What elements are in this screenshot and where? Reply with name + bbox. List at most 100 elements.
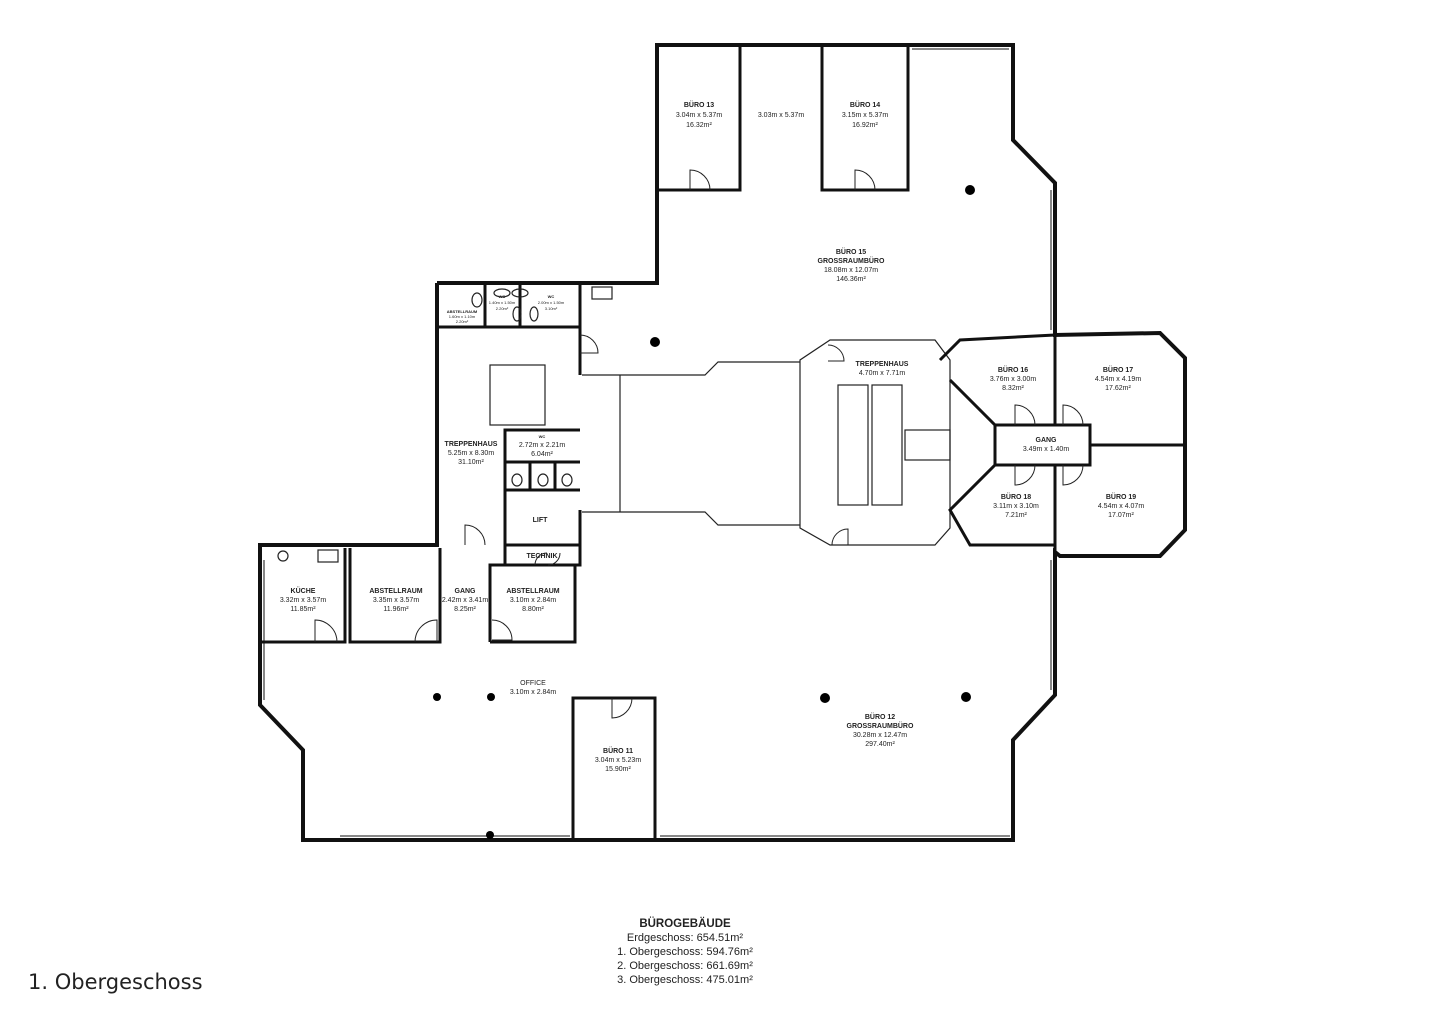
room-area: 2.20m² [456, 319, 469, 324]
floor-label: 1. Obergeschoss [28, 970, 203, 994]
summary-title: BÜROGEBÄUDE [639, 918, 731, 930]
columns [433, 185, 975, 839]
room-name: WC [499, 294, 506, 299]
room-buero-16: BÜRO 16 3.76m x 3.00m 8.32m² [990, 365, 1036, 392]
room-dims: 1.60m x 1.10m [449, 314, 476, 319]
room-name: OFFICE [520, 680, 546, 687]
room-name: BÜRO 14 [850, 100, 880, 109]
doors [314, 169, 1084, 719]
room-name: WC [539, 434, 546, 439]
room-type: GROSSRAUMBÜRO [847, 721, 914, 730]
room-buero-12: BÜRO 12 GROSSRAUMBÜRO 30.28m x 12.47m 29… [847, 712, 914, 748]
room-abstellraum-1: ABSTELLRAUM 3.35m x 3.57m 11.96m² [369, 588, 422, 613]
room-dims: 3.35m x 3.57m [373, 597, 419, 604]
room-area: 16.92m² [852, 122, 878, 129]
room-type: GROSSRAUMBÜRO [818, 256, 885, 265]
room-name: GANG [1036, 437, 1058, 444]
room-dims: 3.03m x 5.37m [758, 112, 804, 119]
room-name: WC [548, 294, 555, 299]
room-dims: 2.42m x 3.41m [442, 597, 488, 604]
room-area: 7.21m² [1005, 512, 1027, 519]
room-area: 146.36m² [836, 276, 866, 283]
room-dims: 3.10m x 2.84m [510, 689, 556, 696]
room-abstellraum-small: ABSTELLRAUM 1.60m x 1.10m 2.20m² [447, 309, 478, 324]
interior-walls [260, 45, 1185, 840]
room-name: TREPPENHAUS [445, 441, 498, 448]
windows [263, 48, 1052, 837]
room-name: ABSTELLRAUM [447, 309, 478, 314]
room-abstellraum-2: ABSTELLRAUM 3.10m x 2.84m 8.80m² [506, 588, 559, 613]
room-area: 11.85m² [290, 606, 316, 613]
room-dims: 3.32m x 3.57m [280, 597, 326, 604]
room-buero-15: BÜRO 15 GROSSRAUMBÜRO 18.08m x 12.07m 14… [818, 247, 885, 283]
room-name: BÜRO 19 [1106, 492, 1136, 501]
room-dims: 3.10m x 2.84m [510, 597, 556, 604]
room-dims: 3.04m x 5.37m [676, 112, 722, 119]
room-name: GANG [455, 588, 477, 595]
room-wc-3: WC 2.72m x 2.21m 6.04m² [519, 434, 565, 458]
room-dims: 1.40m x 1.50m [489, 300, 516, 305]
room-name: ABSTELLRAUM [506, 588, 559, 595]
summary-line: 3. Obergeschoss: 475.01m² [617, 974, 753, 986]
room-gang-right: GANG 3.49m x 1.40m [1023, 437, 1069, 453]
room-dims: 3.04m x 5.23m [595, 757, 641, 764]
room-buero-18: BÜRO 18 3.11m x 3.10m 7.21m² [993, 492, 1039, 519]
room-area: 6.04m² [531, 451, 553, 458]
room-name: KÜCHE [291, 586, 316, 595]
room-buero-13: BÜRO 13 3.04m x 5.37m 16.32m² [676, 100, 722, 129]
room-buero-19: BÜRO 19 4.54m x 4.07m 17.07m² [1098, 492, 1144, 519]
room-name: BÜRO 17 [1103, 365, 1133, 374]
room-name: ABSTELLRAUM [369, 588, 422, 595]
summary-line: 1. Obergeschoss: 594.76m² [617, 946, 753, 958]
area-summary: BÜROGEBÄUDE Erdgeschoss: 654.51m² 1. Obe… [560, 917, 810, 987]
room-kueche: KÜCHE 3.32m x 3.57m 11.85m² [280, 586, 326, 613]
room-treppenhaus-center: TREPPENHAUS 4.70m x 7.71m [856, 361, 909, 377]
room-dims: 3.11m x 3.10m [993, 503, 1039, 510]
room-dims: 2.72m x 2.21m [519, 442, 565, 449]
room-dims: 3.15m x 5.37m [842, 112, 888, 119]
room-gang-left: GANG 2.42m x 3.41m 8.25m² [442, 588, 488, 613]
room-area: 17.07m² [1108, 512, 1134, 519]
exterior-wall [258, 43, 1187, 842]
sanitary-fixtures [277, 286, 613, 563]
room-area: 31.10m² [458, 459, 484, 466]
room-wc-1: WC 1.40m x 1.50m 2.20m² [489, 294, 516, 311]
room-area: 8.32m² [1002, 385, 1024, 392]
room-dims: 5.25m x 8.30m [448, 450, 494, 457]
room-dims: 30.28m x 12.47m [853, 732, 907, 739]
room-wc-2: WC 2.00m x 1.50m 3.10m² [538, 294, 565, 311]
room-lift: LIFT [533, 517, 548, 524]
room-technik: TECHNIK [526, 553, 557, 560]
room-dims: 18.08m x 12.07m [824, 267, 878, 274]
room-middle-top: 3.03m x 5.37m [758, 112, 804, 119]
summary-line: Erdgeschoss: 654.51m² [626, 932, 744, 944]
room-area: 16.32m² [686, 122, 712, 129]
room-name: BÜRO 13 [684, 100, 714, 109]
room-name: BÜRO 18 [1001, 492, 1031, 501]
room-name: BÜRO 12 [865, 712, 895, 721]
room-area: 11.96m² [383, 606, 409, 613]
room-dims: 4.54m x 4.07m [1098, 503, 1144, 510]
room-office: OFFICE 3.10m x 2.84m [510, 680, 556, 696]
room-buero-14: BÜRO 14 3.15m x 5.37m 16.92m² [842, 100, 888, 129]
room-dims: 3.49m x 1.40m [1023, 446, 1069, 453]
room-dims: 2.00m x 1.50m [538, 300, 565, 305]
room-dims: 4.54m x 4.19m [1095, 376, 1141, 383]
room-name: BÜRO 11 [603, 746, 633, 755]
room-area: 2.20m² [496, 306, 509, 311]
room-name: BÜRO 15 [836, 247, 866, 256]
summary-line: 2. Obergeschoss: 661.69m² [617, 960, 753, 972]
room-dims: 3.76m x 3.00m [990, 376, 1036, 383]
room-name: BÜRO 16 [998, 365, 1028, 374]
room-area: 3.10m² [545, 306, 558, 311]
room-area: 15.90m² [605, 766, 631, 773]
room-buero-17: BÜRO 17 4.54m x 4.19m 17.62m² [1095, 365, 1141, 392]
room-treppenhaus-left: TREPPENHAUS 5.25m x 8.30m 31.10m² [445, 441, 498, 466]
room-buero-11: BÜRO 11 3.04m x 5.23m 15.90m² [595, 746, 641, 773]
room-area: 8.80m² [522, 606, 544, 613]
room-name: TREPPENHAUS [856, 361, 909, 368]
room-area: 17.62m² [1105, 385, 1131, 392]
room-area: 297.40m² [865, 741, 895, 748]
room-dims: 4.70m x 7.71m [859, 370, 905, 377]
